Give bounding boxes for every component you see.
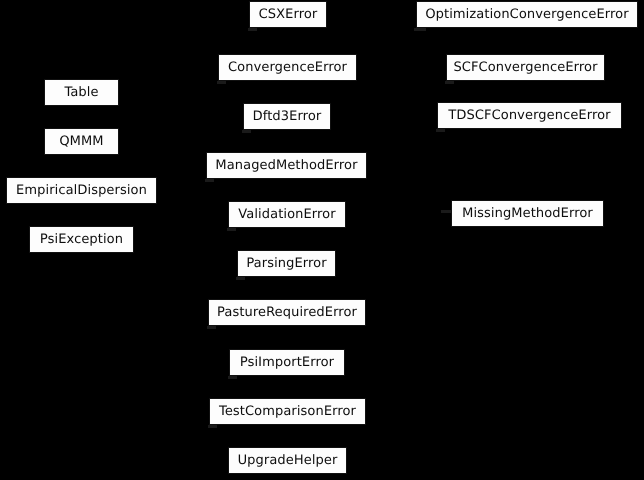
edge-connector-stub-missing <box>441 210 452 213</box>
class-node-table[interactable]: Table <box>44 79 119 106</box>
class-node-label: UpgradeHelper <box>237 453 338 468</box>
class-node-label: Dftd3Error <box>252 109 322 124</box>
class-node-missing-method-error[interactable]: MissingMethodError <box>451 200 604 227</box>
class-node-label: ManagedMethodError <box>215 158 358 173</box>
edge-connector-stub-tdscf <box>436 129 445 132</box>
class-node-psi-exception[interactable]: PsiException <box>29 226 134 253</box>
class-node-label: TDSCFConvergenceError <box>448 108 611 123</box>
class-node-optimization-convergence-error[interactable]: OptimizationConvergenceError <box>416 1 638 28</box>
edge-connector-stub-pasture <box>207 326 216 329</box>
class-node-label: ConvergenceError <box>228 60 347 75</box>
class-node-label: ParsingError <box>246 256 327 271</box>
class-node-pasture-required-error[interactable]: PastureRequiredError <box>208 299 366 326</box>
class-node-parsing-error[interactable]: ParsingError <box>237 250 336 277</box>
class-node-label: PsiImportError <box>239 355 335 370</box>
class-node-psi-import-error[interactable]: PsiImportError <box>229 349 345 376</box>
class-node-qmmm[interactable]: QMMM <box>44 128 119 155</box>
class-node-label: OptimizationConvergenceError <box>425 7 629 22</box>
class-node-upgrade-helper[interactable]: UpgradeHelper <box>228 447 347 474</box>
class-node-label: QMMM <box>59 134 104 149</box>
class-node-label: ValidationError <box>238 207 336 222</box>
edge-connector-stub-psiimport <box>228 376 237 379</box>
edge-connector-stub-convergence <box>217 81 226 84</box>
class-node-convergence-error[interactable]: ConvergenceError <box>218 54 357 81</box>
class-node-managed-method-error[interactable]: ManagedMethodError <box>206 152 367 179</box>
edge-connector-stub-validation <box>227 228 236 231</box>
class-node-empirical-dispersion[interactable]: EmpiricalDispersion <box>6 177 157 204</box>
edge-connector-stub-testcomp <box>208 425 217 428</box>
class-node-label: TestComparisonError <box>218 404 357 419</box>
class-node-label: CSXError <box>258 7 318 22</box>
class-node-tdscf-convergence-error[interactable]: TDSCFConvergenceError <box>437 102 622 129</box>
class-node-validation-error[interactable]: ValidationError <box>228 201 346 228</box>
edge-connector-stub-csx <box>248 28 257 31</box>
class-node-label: PastureRequiredError <box>217 305 357 320</box>
class-node-label: Table <box>64 85 99 100</box>
class-node-scf-convergence-error[interactable]: SCFConvergenceError <box>446 54 605 81</box>
edge-connector-stub-dftd3 <box>242 130 251 133</box>
class-node-label: PsiException <box>39 232 124 247</box>
edge-connector-stub-optimization <box>414 28 426 31</box>
class-node-label: SCFConvergenceError <box>453 60 598 75</box>
class-node-test-comparison-error[interactable]: TestComparisonError <box>209 398 366 425</box>
class-node-csx-error[interactable]: CSXError <box>249 1 327 28</box>
class-node-dftd3-error[interactable]: Dftd3Error <box>243 103 331 130</box>
edge-connector-stub-scf <box>445 81 454 84</box>
class-node-label: MissingMethodError <box>462 206 593 221</box>
edge-connector-stub-parsing <box>236 277 245 280</box>
class-node-label: EmpiricalDispersion <box>16 183 147 198</box>
edge-connector-stub-managed <box>205 179 214 182</box>
